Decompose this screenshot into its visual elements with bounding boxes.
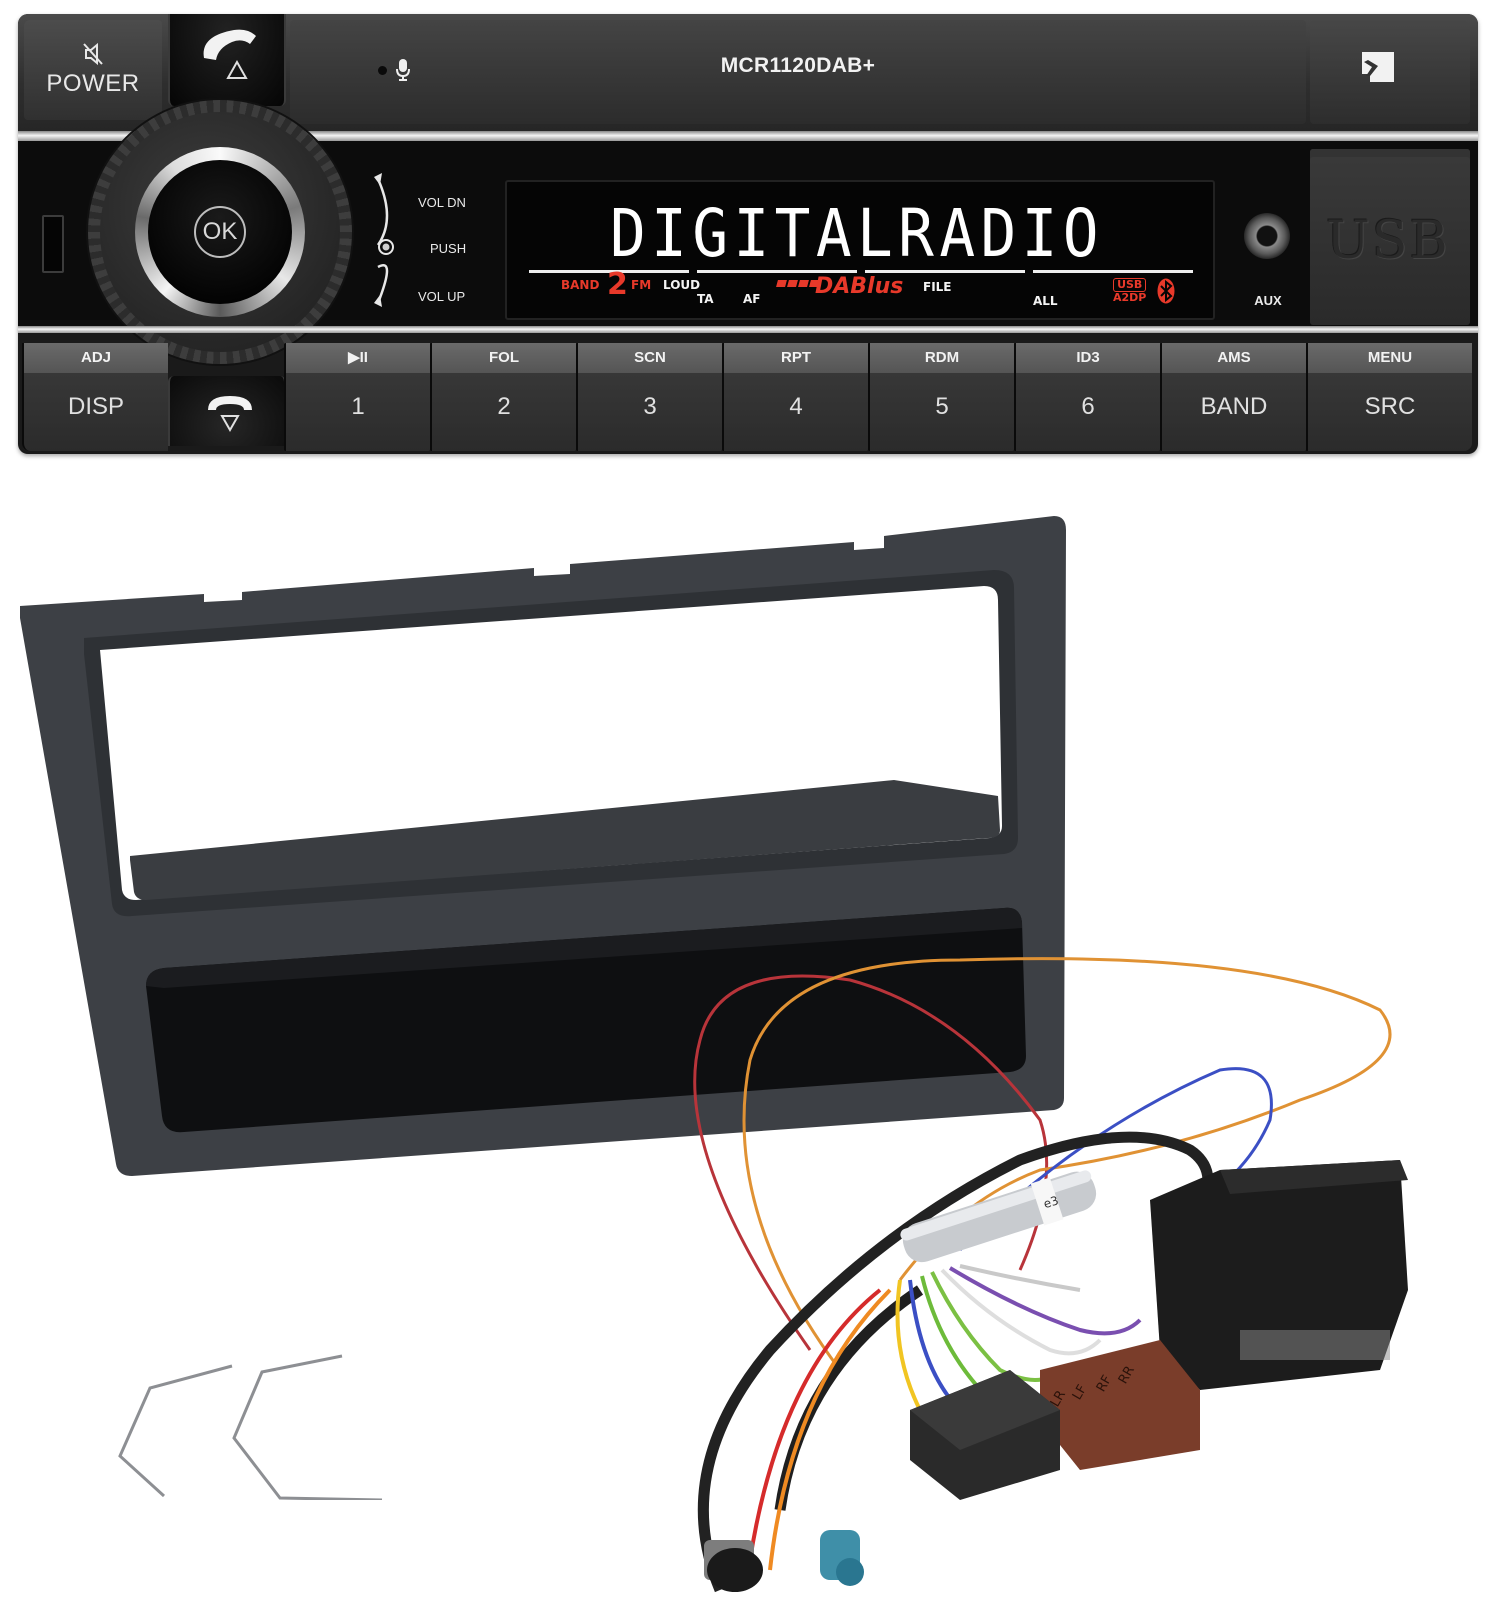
ta-indicator: TA	[697, 292, 714, 306]
din-antenna-plug-icon	[704, 1540, 763, 1592]
button-main-label: DISP	[67, 393, 124, 420]
wiring-harness-image: e3 LR LF RF RR	[693, 957, 1408, 1593]
power-button[interactable]: POWER	[24, 20, 162, 120]
knob-center[interactable]: OK	[148, 160, 292, 304]
button-main-label: 2	[497, 393, 511, 420]
button-cap-label: RDM	[870, 343, 1014, 373]
signal-strength-icon	[776, 280, 820, 287]
button-main-label: 6	[1081, 393, 1095, 420]
vol-down-label: VOL DN	[418, 195, 466, 210]
preset-2-button[interactable]: FOL 2	[430, 343, 576, 451]
top-panel: MCR1120DAB+	[290, 20, 1306, 124]
iso-power-connector-icon	[910, 1370, 1060, 1500]
button-cap-label: RPT	[724, 343, 868, 373]
button-main-label: 5	[935, 393, 949, 420]
phone-hangup-icon	[208, 396, 252, 433]
lcd-display: DIGITALRADIO BAND 2 FM LOUD TA AF DABlus…	[505, 180, 1215, 320]
call-reject-button[interactable]	[168, 376, 286, 446]
preset-1-button[interactable]: ▶II 1	[284, 343, 430, 451]
bluetooth-icon	[1157, 278, 1175, 304]
usb-port-cover[interactable]: USB	[1310, 149, 1470, 325]
button-main-label: 1	[351, 393, 365, 420]
volume-arc-icon	[374, 173, 394, 307]
microphone	[378, 58, 411, 82]
band-number: 2	[607, 267, 628, 302]
usb-indicator: USB	[1113, 278, 1147, 292]
preset-4-button[interactable]: RPT 4	[722, 343, 868, 451]
file-indicator: FILE	[923, 280, 952, 294]
dab-plus-indicator: DABlus	[815, 274, 904, 299]
microphone-icon	[396, 59, 410, 81]
fm-indicator: FM	[631, 278, 652, 292]
button-cap-label: AMS	[1162, 343, 1306, 373]
usb-a2dp-indicator: USB A2DP	[1113, 278, 1147, 304]
call-accept-button[interactable]	[168, 14, 286, 106]
kenwood-k-logo-icon	[1362, 52, 1394, 82]
installation-bezel	[14, 508, 1084, 1178]
fakra-antenna-plug-icon	[820, 1530, 864, 1586]
button-main-label: 4	[789, 393, 803, 420]
ok-button[interactable]: OK	[194, 206, 246, 258]
preset-button-row: ADJ DISP ▶II 1 FOL 2 SCN 3 RPT 4 RDM 5	[18, 333, 1478, 454]
model-name: MCR1120DAB+	[720, 54, 876, 77]
button-cap-label: FOL	[432, 343, 576, 373]
button-cap-label: SCN	[578, 343, 722, 373]
button-main-label: BAND	[1200, 393, 1268, 420]
iso-speaker-connector-icon: LR LF RF RR	[1040, 1340, 1200, 1470]
band-button[interactable]: AMS BAND	[1160, 343, 1306, 451]
a2dp-indicator: A2DP	[1113, 291, 1147, 304]
speaker-label-lr: LR	[1048, 1388, 1069, 1410]
push-label: PUSH	[430, 241, 467, 256]
disp-button[interactable]: ADJ DISP	[22, 343, 168, 451]
preset-3-button[interactable]: SCN 3	[576, 343, 722, 451]
aux-input-jack[interactable]	[1244, 213, 1290, 259]
removal-keys-image	[118, 1354, 383, 1500]
display-underlines	[529, 270, 1193, 274]
button-cap-label: ADJ	[24, 343, 168, 373]
speaker-label-lf: LF	[1070, 1382, 1090, 1402]
power-label: POWER	[46, 70, 140, 97]
aux-panel: AUX	[1226, 141, 1310, 327]
quadlock-connector-icon	[1150, 1160, 1408, 1390]
preset-5-button[interactable]: RDM 5	[868, 343, 1014, 451]
microphone-hole	[378, 65, 387, 75]
chrome-trim	[18, 131, 1478, 141]
display-main-text: DIGITALRADIO	[610, 195, 1104, 272]
brand-button[interactable]	[1310, 20, 1470, 124]
front-slot	[42, 215, 64, 273]
speaker-label-rf: RF	[1094, 1373, 1115, 1395]
chrome-trim-lower	[18, 326, 1478, 333]
all-indicator: ALL	[1033, 294, 1058, 308]
loud-indicator: LOUD	[663, 278, 701, 292]
button-cap-label: MENU	[1308, 343, 1472, 373]
antenna-adapter-icon: e3	[900, 1170, 1097, 1263]
button-cap-label: ▶II	[286, 343, 430, 373]
car-radio: POWER MCR1120DAB+ OK	[18, 14, 1478, 454]
af-indicator: AF	[743, 292, 761, 306]
phone-pickup-icon	[203, 29, 256, 79]
bezel-frame-image	[20, 516, 1066, 1176]
preset-6-button[interactable]: ID3 6	[1014, 343, 1160, 451]
src-button[interactable]: MENU SRC	[1306, 343, 1472, 451]
button-cap-label: ID3	[1016, 343, 1160, 373]
antenna-adapter-label: e3	[1042, 1193, 1061, 1211]
band-indicator: BAND	[561, 278, 600, 292]
usb-cover-label: USB	[1326, 211, 1450, 271]
button-main-label: SRC	[1364, 393, 1416, 420]
speaker-mute-icon	[83, 42, 103, 66]
button-main-label: 3	[643, 393, 657, 420]
vol-up-label: VOL UP	[418, 289, 466, 304]
aux-label: AUX	[1254, 293, 1282, 308]
